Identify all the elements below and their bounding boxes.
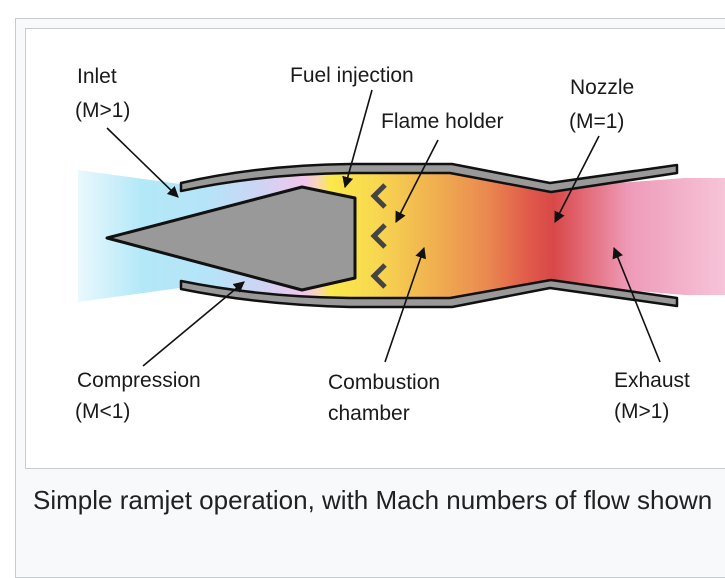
flame-holder-chevron bbox=[370, 223, 387, 249]
nozzle-arrow bbox=[554, 135, 600, 223]
flame-holder-chevron bbox=[370, 183, 387, 209]
nozzle-mach-label: (M=1) bbox=[569, 110, 624, 133]
combustion-label: Combustion bbox=[328, 371, 440, 394]
flame-holders bbox=[370, 183, 387, 289]
compression-arrow bbox=[142, 281, 245, 367]
combustion-arrow bbox=[384, 246, 427, 363]
inlet-mach-label: (M>1) bbox=[75, 99, 130, 122]
inlet-spike bbox=[105, 185, 357, 292]
ramjet-diagram: Inlet (M>1) Fuel injection Flame holder … bbox=[75, 64, 725, 425]
fuel-injection-arrow bbox=[342, 89, 373, 189]
exhaust-mach-label: (M>1) bbox=[614, 400, 669, 423]
upper-cowl-wall bbox=[179, 162, 679, 194]
figure-caption: Simple ramjet operation, with Mach numbe… bbox=[33, 485, 713, 515]
flame-holder-chevron bbox=[370, 263, 387, 289]
exhaust-label: Exhaust bbox=[614, 369, 690, 392]
fuel-injection-label: Fuel injection bbox=[290, 64, 414, 87]
inlet-arrow bbox=[106, 127, 179, 198]
compression-label: Compression bbox=[77, 369, 201, 392]
flame-holder-arrow bbox=[395, 139, 439, 223]
flame-holder-label: Flame holder bbox=[381, 110, 504, 133]
compression-mach-label: (M<1) bbox=[75, 400, 130, 423]
inlet-label: Inlet bbox=[77, 65, 117, 88]
exhaust-arrow bbox=[612, 246, 661, 363]
chamber-label: chamber bbox=[328, 402, 410, 425]
nozzle-label: Nozzle bbox=[570, 76, 634, 99]
